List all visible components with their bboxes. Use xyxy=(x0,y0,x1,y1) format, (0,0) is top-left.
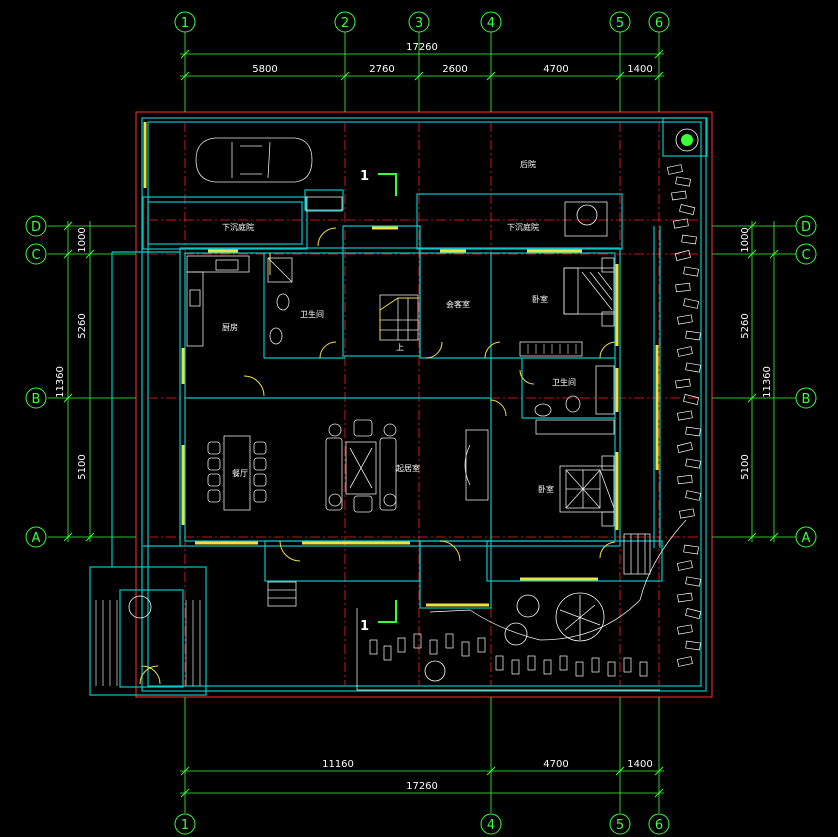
furniture xyxy=(186,137,615,527)
dim-top-total: 17260 xyxy=(406,42,438,53)
axis-bubble-d-right: D xyxy=(801,220,811,235)
room-label-sunken-garden-right: 下沉庭院 xyxy=(507,222,539,232)
section-mark-bottom: 1 xyxy=(360,619,369,634)
windows xyxy=(143,122,659,607)
axis-bubble-a-left: A xyxy=(32,531,41,546)
landscape xyxy=(128,117,708,691)
stepping-stones xyxy=(369,164,702,677)
dim-bottom-segment-1: 11160 xyxy=(322,759,354,770)
dim-right-segment-3: 5100 xyxy=(740,454,751,479)
dim-bottom-total: 17260 xyxy=(406,781,438,792)
axis-bubble-6-bottom: 6 xyxy=(655,818,663,833)
dim-bottom-segment-2: 4700 xyxy=(543,759,568,770)
room-label-living: 起居室 xyxy=(396,463,420,473)
dim-right-segment-2: 5260 xyxy=(740,313,751,338)
doors xyxy=(139,227,616,685)
axis-bubble-a-right: A xyxy=(802,531,811,546)
room-label-dining: 餐厅 xyxy=(232,469,248,478)
dim-left-segment-2: 5260 xyxy=(77,313,88,338)
axis-bubble-4-bottom: 4 xyxy=(487,818,495,833)
outer-wall xyxy=(141,117,707,692)
room-label-bedroom-1: 卧室 xyxy=(532,294,548,304)
room-label-backyard: 后院 xyxy=(520,159,536,169)
dim-left-segment-1: 1000 xyxy=(77,227,88,252)
dim-right-segment-1: 1000 xyxy=(740,227,751,252)
axis-bubble-d-left: D xyxy=(31,220,41,235)
room-label-bathroom-1: 卫生间 xyxy=(300,309,324,319)
room-label-sunken-garden-left: 下沉庭院 xyxy=(222,222,254,232)
axis-bubble-5-bottom: 5 xyxy=(616,818,624,833)
axis-bubble-1-bottom: 1 xyxy=(181,818,189,833)
room-labels: 后院 下沉庭院 下沉庭院 厨房 卫生间 会客室 卧室 卫生间 餐厅 起居室 卧室… xyxy=(222,159,576,494)
dim-left-segment-3: 5100 xyxy=(77,454,88,479)
room-label-guest-room: 会客室 xyxy=(446,299,470,309)
inner-site-line xyxy=(147,121,702,687)
axis-bubble-6-top: 6 xyxy=(655,16,663,31)
axis-bubbles: 1 2 3 4 5 6 1 4 5 6 D C B A D C B A xyxy=(25,11,817,835)
dim-top-segment-3: 2600 xyxy=(442,64,467,75)
axis-bubble-c-left: C xyxy=(31,248,40,263)
dimension-texts: 17260 5800 2760 2600 4700 1400 11160 470… xyxy=(55,42,773,792)
dim-right-total: 11360 xyxy=(762,366,773,398)
dim-left-total: 11360 xyxy=(55,366,66,398)
site-boundary xyxy=(135,111,713,698)
dim-top-segment-5: 1400 xyxy=(627,64,652,75)
room-label-bedroom-2: 卧室 xyxy=(538,484,554,494)
axis-bubble-3-top: 3 xyxy=(415,16,423,31)
axis-bubble-4-top: 4 xyxy=(487,16,495,31)
staircase xyxy=(95,196,651,686)
room-label-kitchen: 厨房 xyxy=(222,322,238,332)
axis-bubble-b-right: B xyxy=(802,392,811,407)
axis-bubble-5-top: 5 xyxy=(616,16,624,31)
axis-extension-lines xyxy=(48,32,796,813)
section-markers: 1 1 xyxy=(360,169,397,634)
stair-up-label: 上 xyxy=(396,343,404,352)
dim-top-segment-2: 2760 xyxy=(369,64,394,75)
axis-bubble-2-top: 2 xyxy=(341,16,349,31)
section-mark-top: 1 xyxy=(360,169,369,184)
dimension-lines xyxy=(63,49,779,798)
axis-bubble-b-left: B xyxy=(32,392,41,407)
axis-bubble-1-top: 1 xyxy=(181,16,189,31)
building-walls xyxy=(89,189,663,696)
room-label-bathroom-2: 卫生间 xyxy=(552,377,576,387)
dim-top-segment-1: 5800 xyxy=(252,64,277,75)
dim-top-segment-4: 4700 xyxy=(543,64,568,75)
dim-bottom-segment-3: 1400 xyxy=(627,759,652,770)
axis-bubble-c-right: C xyxy=(801,248,810,263)
